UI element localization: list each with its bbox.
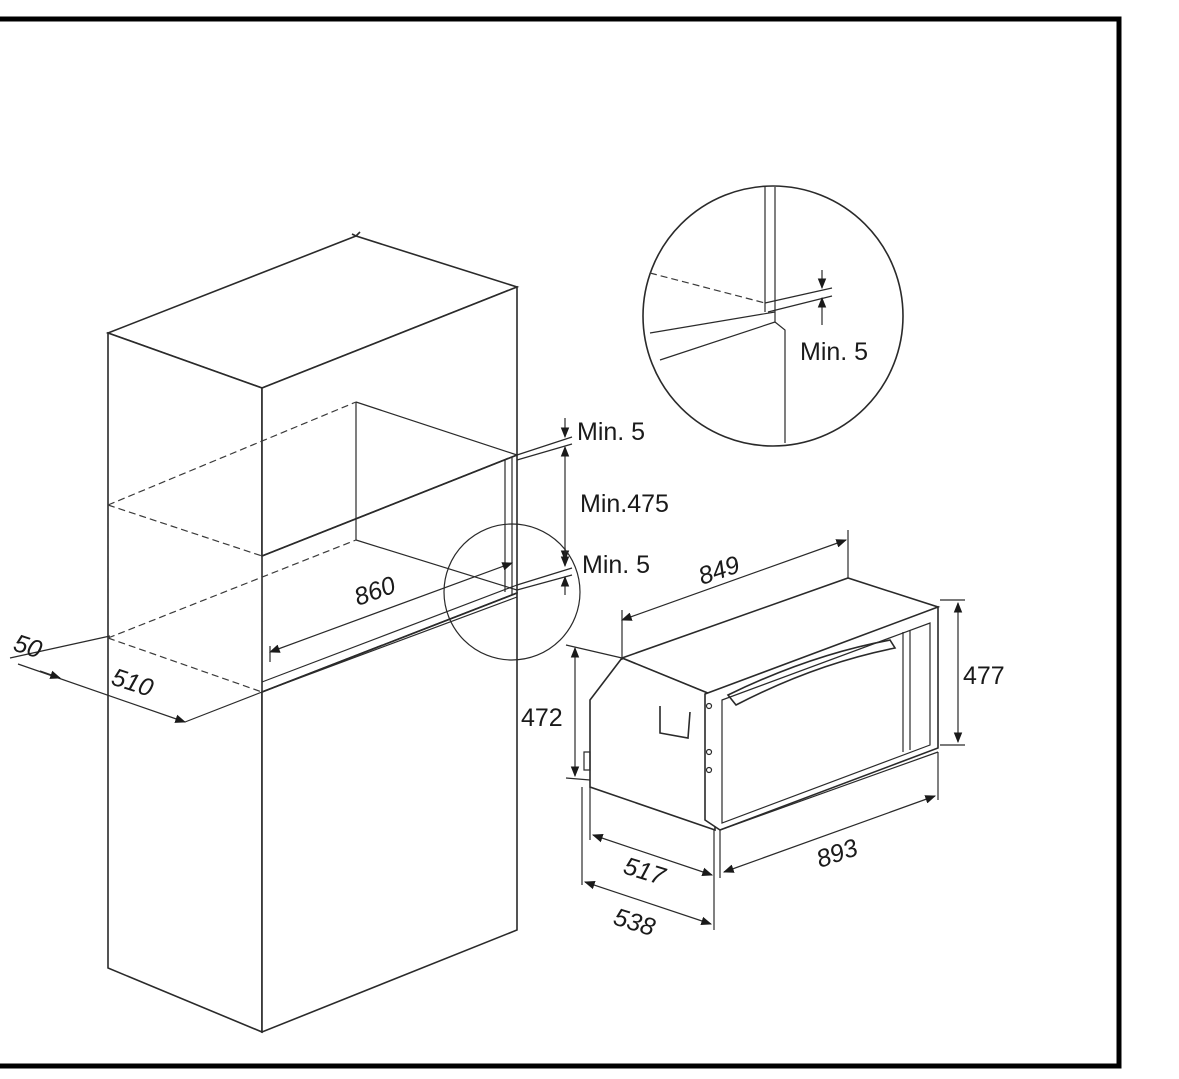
border-frame <box>0 16 1122 1069</box>
label-min475: Min.475 <box>580 490 669 518</box>
label-min5-top: Min. 5 <box>577 418 645 446</box>
detail-view <box>642 185 904 447</box>
detail-callout-circle <box>443 523 581 661</box>
label-min5-bottom: Min. 5 <box>582 551 650 579</box>
label-477: 477 <box>963 662 1005 690</box>
cabinet-dimensions <box>9 418 573 723</box>
label-538: 538 <box>610 903 658 942</box>
cabinet <box>105 231 520 1034</box>
label-min5-detail: Min. 5 <box>800 338 868 366</box>
label-860: 860 <box>350 571 399 612</box>
appliance <box>583 577 941 832</box>
label-50: 50 <box>10 629 45 664</box>
label-849: 849 <box>695 551 744 591</box>
label-472: 472 <box>521 704 563 732</box>
label-893: 893 <box>813 834 862 874</box>
appliance-dimensions <box>565 530 965 930</box>
